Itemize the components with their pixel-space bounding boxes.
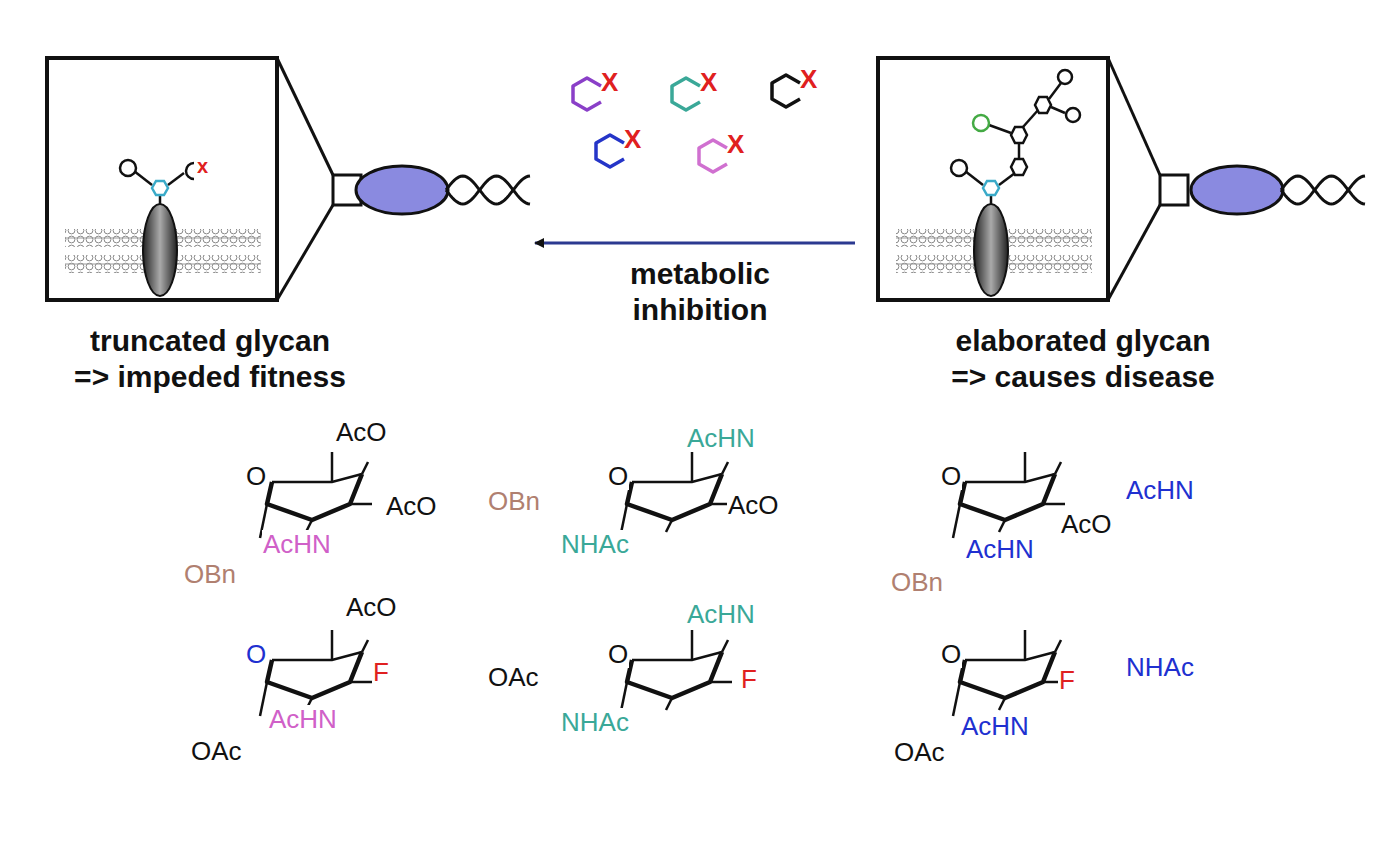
substituent-label: OBn	[183, 560, 237, 588]
substituent-label: F	[372, 658, 390, 686]
substituent-label: AcHN	[262, 530, 332, 558]
substituent-label: AcHN	[1125, 476, 1195, 504]
substituent-label: OAc	[893, 738, 946, 766]
substituent-label: AcHN	[686, 424, 756, 452]
substituent-label: NHAc	[560, 530, 630, 558]
substituent-label: AcO	[1060, 510, 1113, 538]
substituent-label: AcHN	[960, 712, 1030, 740]
substituent-label: F	[740, 665, 758, 693]
panel-caption: elaborated glycan => causes disease	[948, 323, 1218, 395]
substituent-label: AcHN	[686, 600, 756, 628]
substituent-label: OAc	[190, 737, 243, 765]
substituent-label: O	[607, 462, 629, 490]
substituent-label: AcO	[345, 593, 398, 621]
inhibitor-mark: x	[196, 152, 209, 180]
inhibition-arrow	[535, 242, 855, 245]
panel-node: elaborated glycan => causes disease	[855, 55, 1365, 305]
substituent-label: OAc	[487, 663, 540, 691]
substituent-label: OBn	[487, 487, 541, 515]
inhibitor-mark: X	[600, 68, 619, 96]
substituent-label: O	[245, 640, 267, 668]
substituent-label: O	[607, 640, 629, 668]
substituent-label: AcHN	[965, 535, 1035, 563]
substituent-label: AcO	[385, 492, 438, 520]
substituent-label: AcO	[727, 491, 780, 519]
inhibitor-mark: X	[699, 68, 718, 96]
cell-illustration	[40, 55, 535, 305]
substituent-label: NHAc	[1125, 653, 1195, 681]
panel-node: truncated glycan => impeded fitness	[40, 55, 535, 305]
substituent-label: AcHN	[268, 705, 338, 733]
inhibitor-mark: X	[726, 130, 745, 158]
substituent-label: O	[245, 462, 267, 490]
cell-illustration	[855, 55, 1365, 305]
panel-caption: truncated glycan => impeded fitness	[71, 323, 349, 395]
substituent-label: NHAc	[560, 708, 630, 736]
substituent-label: F	[1058, 666, 1076, 694]
substituent-label: O	[940, 640, 962, 668]
inhibitor-mark: X	[799, 65, 818, 93]
substituent-label: OBn	[890, 568, 944, 596]
arrow-label: metabolic inhibition	[627, 256, 774, 328]
substituent-label: AcO	[335, 418, 388, 446]
substituent-label: O	[940, 462, 962, 490]
inhibitor-mark: X	[623, 125, 642, 153]
